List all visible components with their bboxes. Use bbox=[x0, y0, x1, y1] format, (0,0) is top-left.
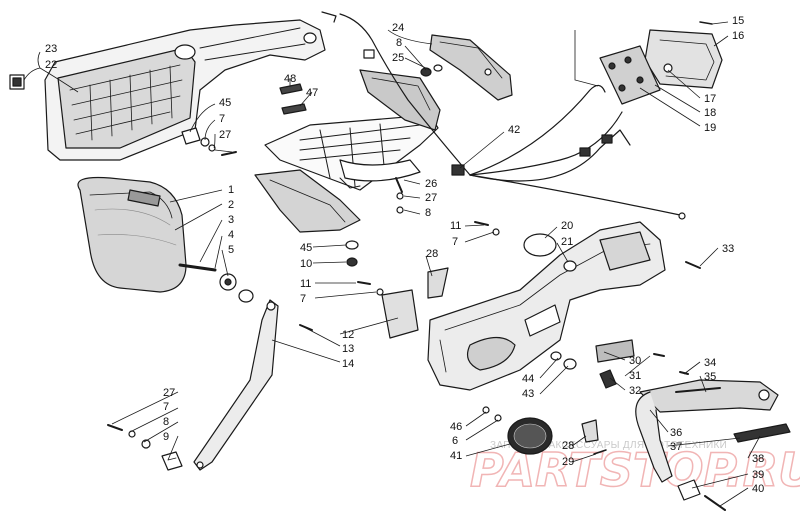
callout-28-lower: 28 bbox=[562, 440, 574, 452]
badge-part-41 bbox=[482, 406, 553, 455]
callout-31: 31 bbox=[629, 370, 641, 382]
callout-47: 47 bbox=[306, 87, 318, 99]
disc-part-20 bbox=[523, 233, 557, 257]
bolt-part-13 bbox=[299, 324, 313, 331]
callout-8-center: 8 bbox=[425, 207, 431, 219]
callout-36: 36 bbox=[670, 427, 682, 439]
callout-29: 29 bbox=[562, 456, 574, 468]
callout-20: 20 bbox=[561, 220, 573, 232]
callout-9: 9 bbox=[163, 431, 169, 443]
upper-left-rail bbox=[44, 19, 326, 161]
callout-27-upper: 27 bbox=[219, 129, 231, 141]
callout-32: 32 bbox=[629, 385, 641, 397]
hardware-center bbox=[345, 240, 359, 267]
callout-25: 25 bbox=[392, 52, 404, 64]
callout-7-lower: 7 bbox=[163, 401, 169, 413]
callout-22: 22 bbox=[45, 59, 57, 71]
callout-45-center: 45 bbox=[300, 242, 312, 254]
hardware-upper-left bbox=[181, 127, 237, 156]
callout-1: 1 bbox=[228, 184, 234, 196]
callout-26: 26 bbox=[425, 178, 437, 190]
hardware-lower-right bbox=[677, 479, 726, 511]
callout-41: 41 bbox=[450, 450, 462, 462]
callout-40: 40 bbox=[752, 483, 764, 495]
callout-30: 30 bbox=[629, 355, 641, 367]
wiring-harness-part-42 bbox=[321, 11, 686, 220]
callout-7-right: 7 bbox=[452, 236, 458, 248]
callout-7-mid: 7 bbox=[300, 293, 306, 305]
hardware-mid bbox=[357, 221, 500, 296]
callout-11-right: 11 bbox=[450, 220, 461, 232]
clip-part-23 bbox=[9, 74, 25, 90]
callout-34: 34 bbox=[704, 357, 716, 369]
callout-48: 48 bbox=[284, 73, 296, 85]
callout-2: 2 bbox=[228, 199, 234, 211]
taillight-housing-part-24 bbox=[429, 34, 513, 101]
callout-28-upper: 28 bbox=[426, 248, 438, 260]
callout-4: 4 bbox=[228, 229, 234, 241]
callout-46: 46 bbox=[450, 421, 462, 433]
callout-43: 43 bbox=[522, 388, 534, 400]
callout-21: 21 bbox=[561, 236, 573, 248]
callout-14: 14 bbox=[342, 358, 354, 370]
decals-part-47-48 bbox=[279, 83, 307, 115]
callout-16: 16 bbox=[732, 30, 744, 42]
callout-7-upper: 7 bbox=[219, 113, 225, 125]
mounting-plate bbox=[254, 169, 361, 233]
callout-8-upper: 8 bbox=[396, 37, 402, 49]
callout-8-lower: 8 bbox=[163, 416, 169, 428]
callout-27-center: 27 bbox=[425, 192, 437, 204]
backrest-part-1 bbox=[77, 176, 187, 293]
reflector-part-30 bbox=[550, 339, 665, 389]
callout-37: 37 bbox=[670, 441, 682, 453]
callout-39: 39 bbox=[752, 469, 764, 481]
callout-17: 17 bbox=[704, 93, 716, 105]
callout-13: 13 bbox=[342, 343, 354, 355]
callout-15: 15 bbox=[732, 15, 744, 27]
leader-lines bbox=[23, 21, 761, 507]
bracket-arm-part-14 bbox=[193, 299, 279, 471]
callout-12: 12 bbox=[342, 329, 354, 341]
taillight-assembly bbox=[599, 21, 723, 105]
hardware-lower-left bbox=[107, 424, 183, 471]
callout-labels: 23 22 45 7 27 1 2 3 4 5 12 13 14 11 7 45… bbox=[45, 15, 764, 495]
callout-18: 18 bbox=[704, 107, 716, 119]
bolt-part-33 bbox=[685, 261, 701, 269]
backrest-mount-hardware bbox=[178, 263, 254, 303]
lower-right-rail-part-21 bbox=[427, 221, 666, 391]
plate-part-12 bbox=[381, 289, 419, 339]
callout-27-lower: 27 bbox=[163, 387, 175, 399]
watermark-caption: ЗАПЧАСТИ АКСЕССУАРЫ ДЛЯ МОТОТЕХНИКИ bbox=[490, 440, 727, 451]
callout-42: 42 bbox=[508, 124, 520, 136]
callout-24: 24 bbox=[392, 22, 404, 34]
callout-11-left: 11 bbox=[300, 278, 311, 290]
grab-handle-part-36 bbox=[635, 371, 791, 483]
hardware-part-28-29 bbox=[581, 419, 607, 455]
callout-44: 44 bbox=[522, 373, 534, 385]
callout-23: 23 bbox=[45, 43, 57, 55]
callout-35: 35 bbox=[704, 371, 716, 383]
callout-33: 33 bbox=[722, 243, 734, 255]
callout-5: 5 bbox=[228, 244, 234, 256]
callout-10: 10 bbox=[300, 258, 312, 270]
center-rack bbox=[264, 114, 439, 191]
hardware-center-right bbox=[395, 177, 404, 214]
callout-3: 3 bbox=[228, 214, 234, 226]
decal-part-28 bbox=[427, 267, 449, 299]
nut-part-25 bbox=[420, 64, 443, 77]
callout-6: 6 bbox=[452, 435, 458, 447]
callout-45-upper: 45 bbox=[219, 97, 231, 109]
callout-19: 19 bbox=[704, 122, 716, 134]
callout-38: 38 bbox=[752, 453, 764, 465]
